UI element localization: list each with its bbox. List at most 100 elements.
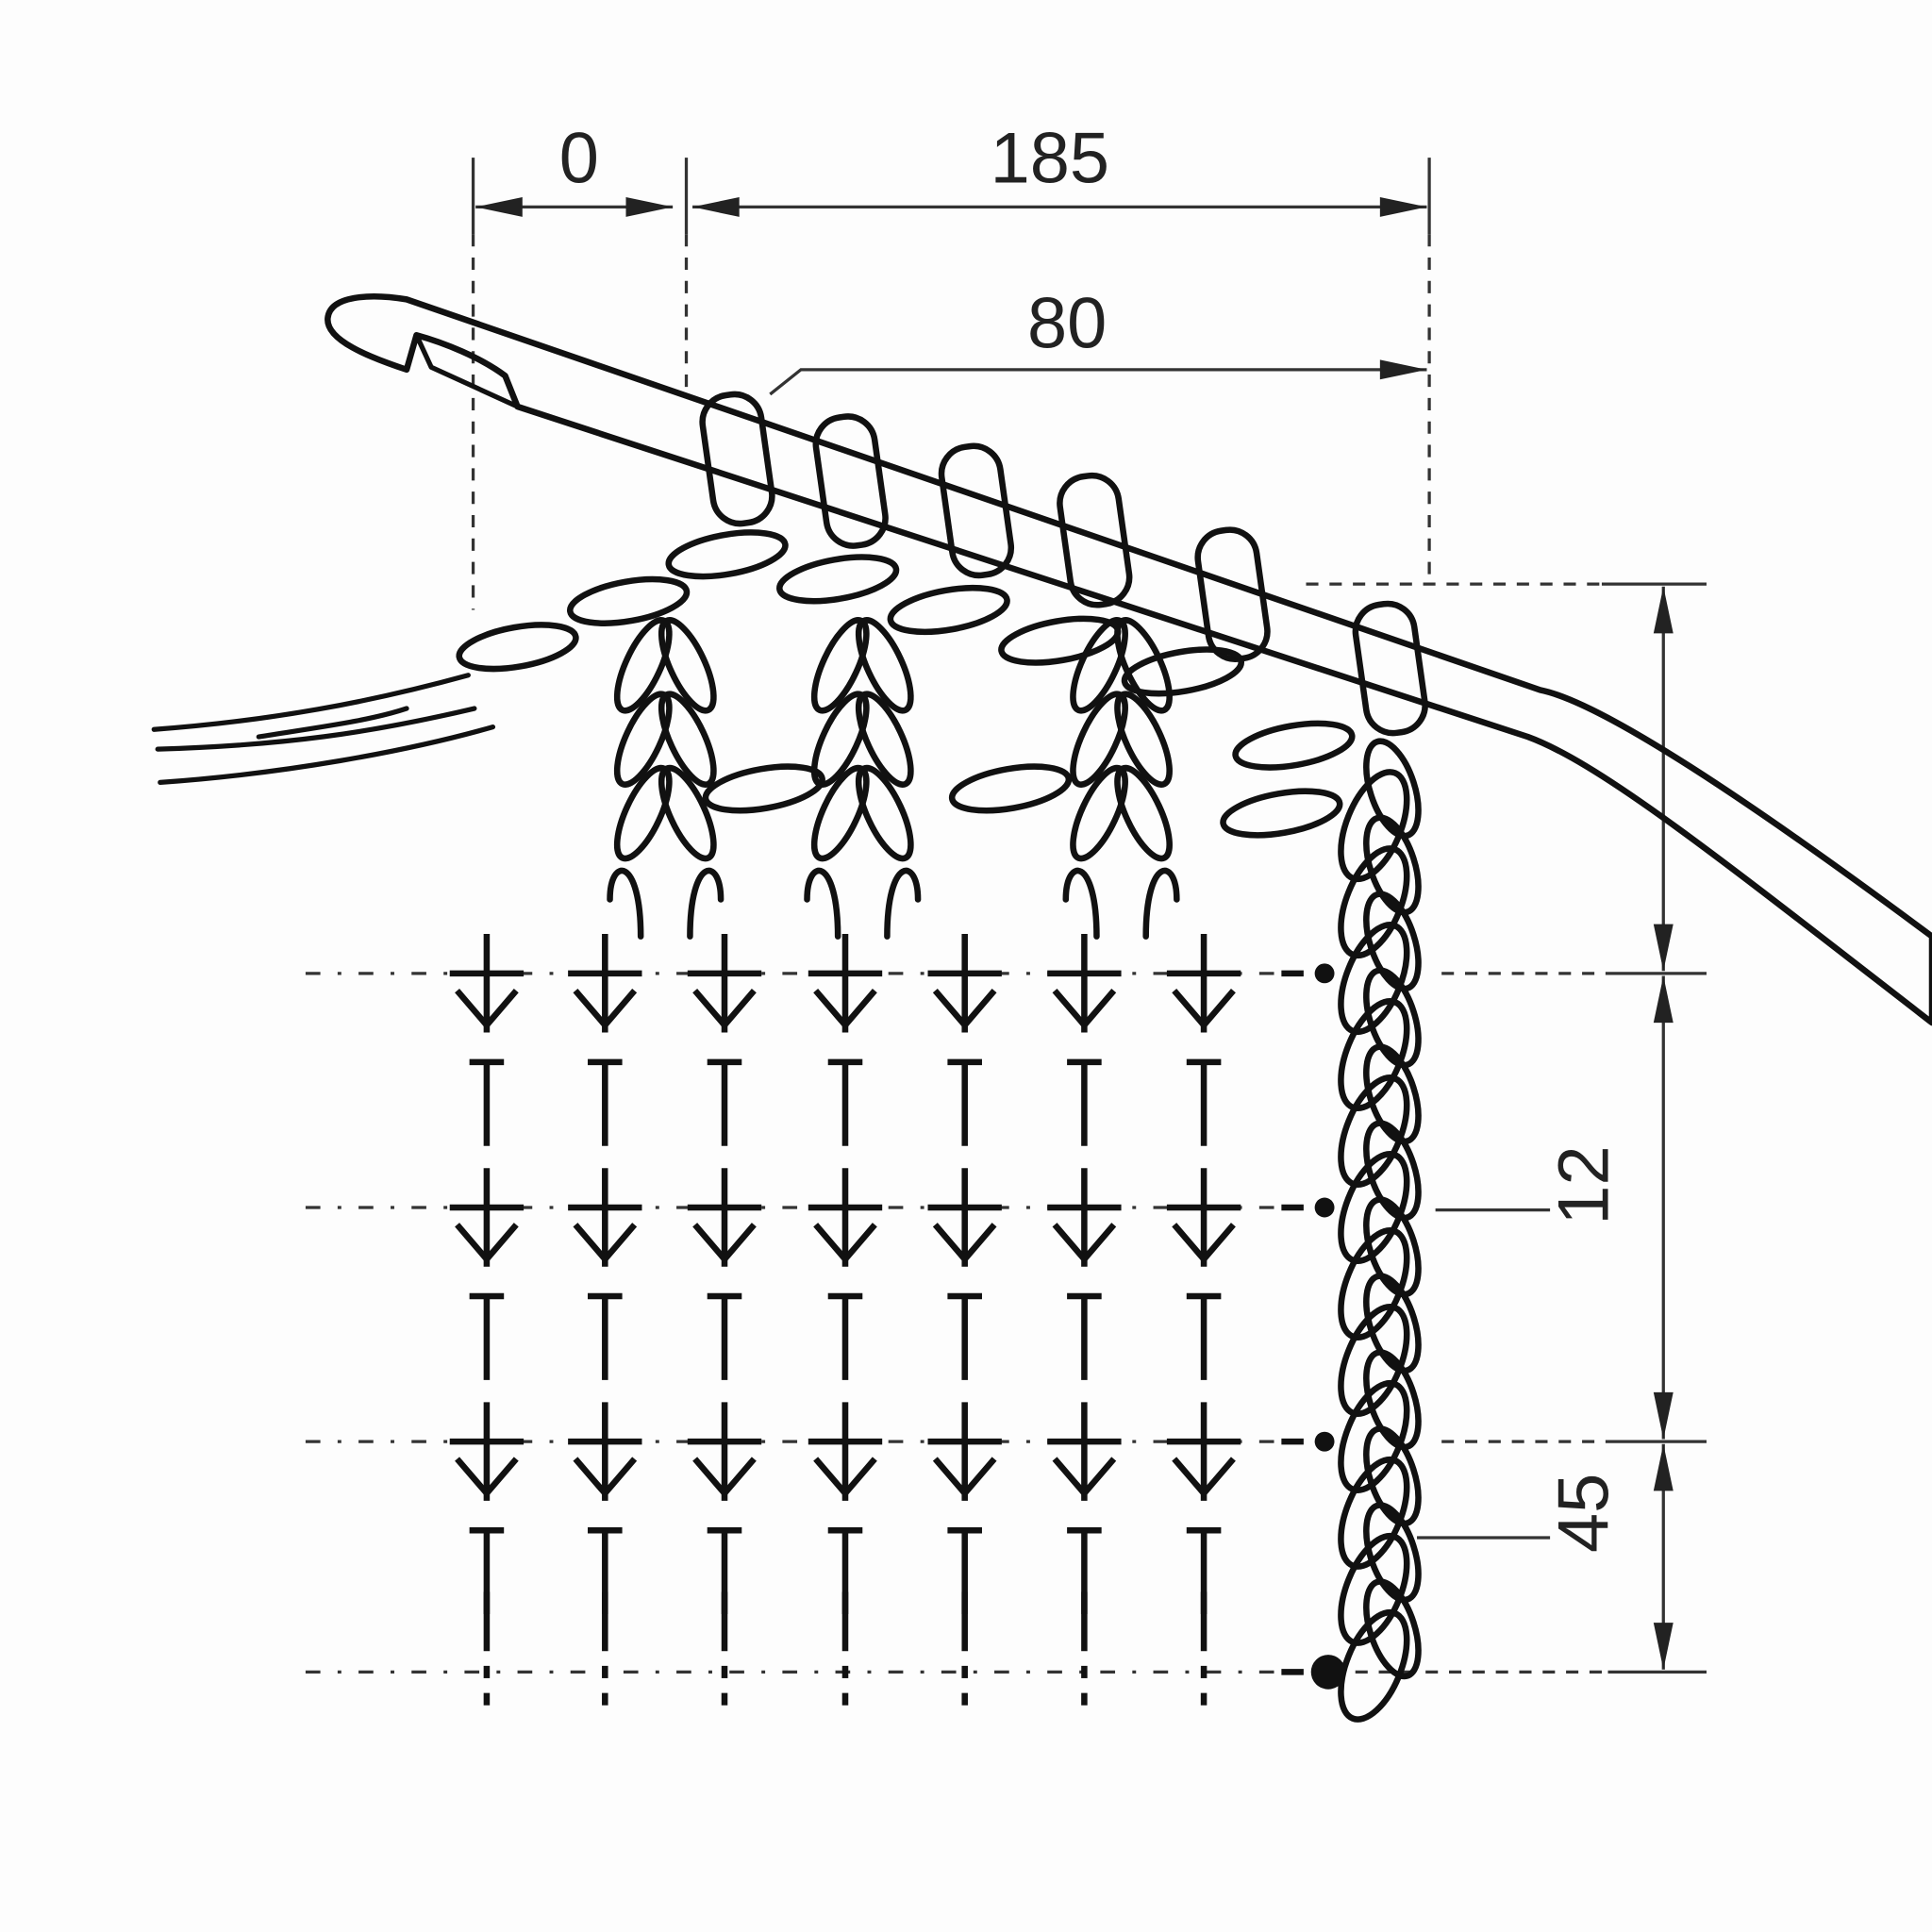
dim-label-0: 0	[559, 118, 599, 198]
single-crochet-symbol	[1166, 934, 1241, 1033]
stitch-leg	[687, 867, 724, 940]
double-crochet-symbol	[947, 1292, 982, 1380]
hook-loop	[1352, 600, 1428, 737]
chain-twist	[1363, 1043, 1422, 1145]
double-crochet-symbol	[827, 1058, 863, 1146]
chain-link	[1121, 646, 1244, 697]
single-crochet-symbol	[568, 934, 642, 1033]
double-crochet-symbol	[707, 1292, 742, 1380]
yarn-tail	[151, 673, 496, 785]
symbol-v	[1052, 1457, 1117, 1499]
single-crochet-symbol	[568, 1168, 642, 1267]
hook-loop	[1057, 472, 1133, 608]
stitch-leg	[607, 867, 644, 940]
chain-link	[456, 622, 579, 673]
single-crochet-symbol	[1047, 1402, 1122, 1501]
stitch-loops	[456, 391, 1428, 940]
symbol-v	[455, 1457, 519, 1499]
hook-loop	[812, 413, 889, 549]
foundation-chain	[1338, 738, 1422, 1723]
chain-dots	[1310, 963, 1346, 1690]
single-crochet-symbol	[927, 1402, 1002, 1501]
stitch-leaf	[855, 764, 914, 862]
chain-twist	[1363, 814, 1422, 916]
single-crochet-symbol	[808, 1168, 883, 1267]
chain-link	[702, 763, 825, 814]
single-crochet-symbol	[449, 934, 525, 1033]
symbol-v	[1052, 988, 1117, 1030]
stitch-grid	[305, 934, 1307, 1706]
stitch-leaf	[658, 691, 717, 788]
double-crochet-symbol	[1186, 1058, 1222, 1146]
double-crochet-symbol	[1067, 1292, 1102, 1380]
start-dot	[1310, 1655, 1346, 1690]
hook-loop	[699, 391, 775, 527]
chain-link	[1220, 788, 1343, 839]
symbol-v	[1172, 1223, 1236, 1264]
chain-twist	[1363, 1502, 1422, 1604]
chain-twist	[1363, 1425, 1422, 1527]
double-crochet-symbol	[947, 1058, 982, 1146]
symbol-v	[932, 1457, 997, 1499]
chain-link	[948, 763, 1073, 814]
single-crochet-symbol	[1166, 1168, 1241, 1267]
symbol-v	[692, 988, 757, 1030]
chain-twist	[1363, 1578, 1422, 1680]
chain-dot	[1314, 963, 1335, 984]
single-crochet-symbol	[449, 1168, 525, 1267]
stitch-leaf	[658, 617, 717, 714]
symbol-v	[692, 1223, 757, 1264]
single-crochet-symbol	[927, 934, 1002, 1033]
symbol-v	[573, 1223, 638, 1264]
symbol-v	[1172, 988, 1236, 1030]
chain-twist	[1363, 891, 1422, 992]
stitch-leg	[884, 867, 922, 940]
dim-arrow-80	[769, 368, 1427, 396]
chain-link	[998, 615, 1122, 666]
chain-twist	[1363, 1273, 1422, 1374]
symbol-v	[692, 1457, 757, 1499]
chain-twist	[1363, 738, 1422, 840]
chain-dot	[1314, 1431, 1335, 1452]
symbol-v	[813, 1223, 877, 1264]
single-crochet-symbol	[1047, 1168, 1122, 1267]
chain-twist	[1363, 967, 1422, 1069]
single-crochet-symbol	[808, 934, 883, 1033]
chain-twist	[1363, 1349, 1422, 1451]
stitch-leaf	[855, 617, 914, 714]
single-crochet-symbol	[927, 1168, 1002, 1267]
single-crochet-symbol	[687, 934, 762, 1033]
single-crochet-symbol	[449, 1402, 525, 1501]
dim-label-185: 185	[991, 118, 1109, 198]
chain-link	[887, 584, 1010, 636]
symbol-v	[1052, 1223, 1117, 1264]
dim-label-80: 80	[1027, 283, 1107, 363]
chain-twist	[1363, 1120, 1422, 1222]
stitch-leaf	[658, 764, 717, 862]
chain-link	[665, 529, 789, 580]
single-crochet-symbol	[1166, 1402, 1241, 1501]
symbol-v	[932, 1223, 997, 1264]
chain-link	[1232, 720, 1356, 771]
double-crochet-symbol	[827, 1292, 863, 1380]
single-crochet-symbol	[1047, 934, 1122, 1033]
symbol-v	[455, 988, 519, 1030]
stitch-leaf	[1114, 691, 1173, 788]
stitch-leaf	[1114, 764, 1173, 862]
crochet-hook-icon	[325, 293, 1932, 1026]
stitch-leg	[1142, 867, 1180, 940]
chain-twist	[1363, 1196, 1422, 1298]
symbol-v	[455, 1223, 519, 1264]
symbol-v	[1172, 1457, 1236, 1499]
chain-dot	[1314, 1197, 1335, 1218]
symbol-v	[573, 988, 638, 1030]
single-crochet-symbol	[808, 1402, 883, 1501]
double-crochet-symbol	[588, 1292, 623, 1380]
dim-label-45: 45	[1543, 1474, 1624, 1553]
symbol-v	[932, 988, 997, 1030]
chain-link	[567, 575, 691, 626]
symbol-v	[813, 988, 877, 1030]
double-crochet-symbol	[469, 1292, 505, 1380]
